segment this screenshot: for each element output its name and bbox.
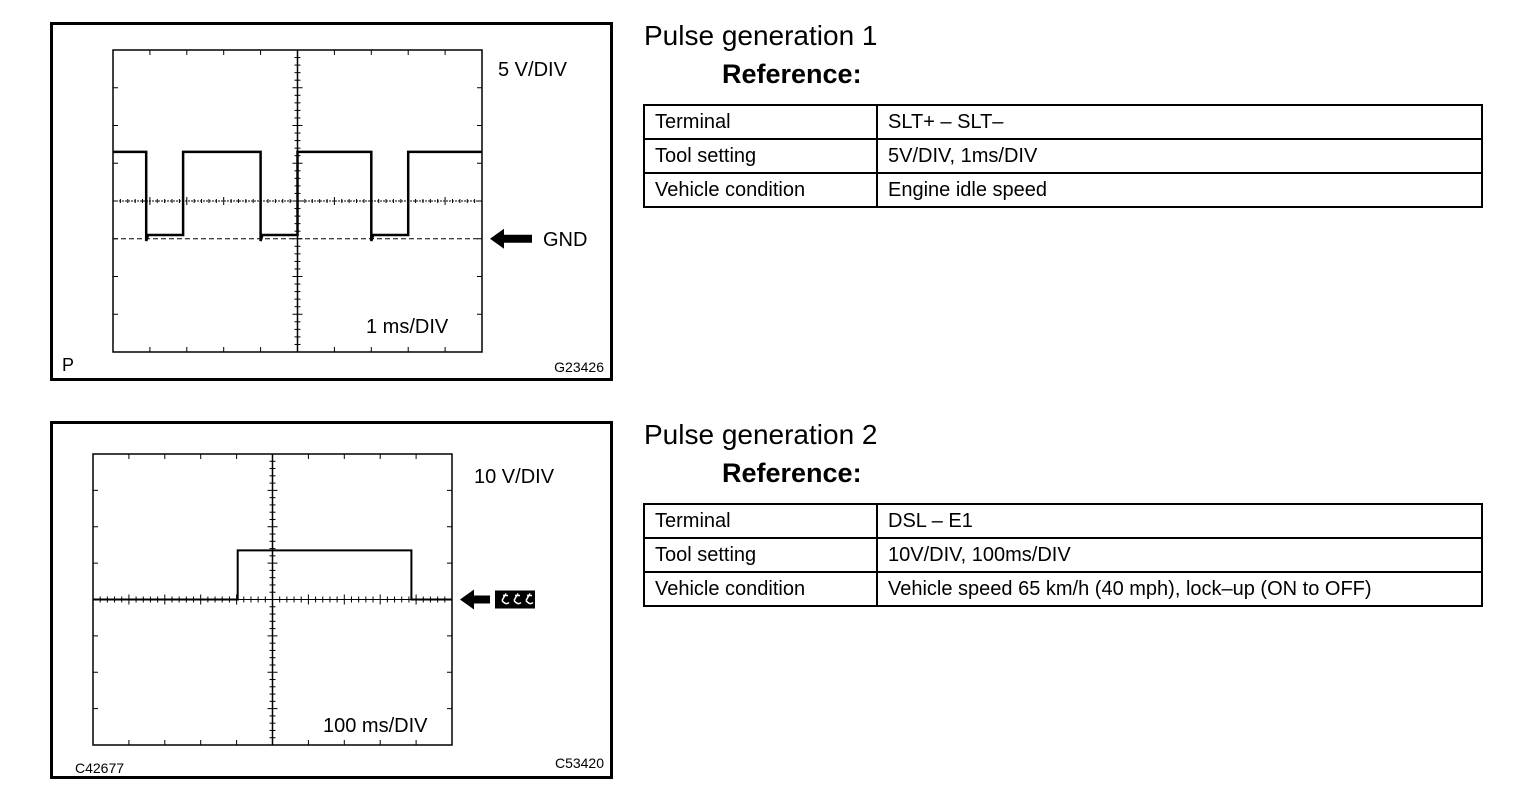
reference-table-2: Terminal DSL – E1 Tool setting 10V/DIV, … (643, 503, 1483, 607)
volts-per-div-label: 10 V/DIV (474, 466, 555, 488)
row-key: Terminal (643, 503, 878, 539)
figure-id: C53420 (554, 755, 604, 771)
row-value: DSL – E1 (876, 503, 1483, 539)
corner-label: P (62, 355, 75, 375)
scope-chart-2 (92, 453, 535, 746)
section-title-1: Pulse generation 1 (644, 20, 878, 51)
table-row: Vehicle condition Vehicle speed 65 km/h … (643, 571, 1483, 607)
row-key: Vehicle condition (643, 571, 878, 607)
ground-symbol-glyph (501, 593, 510, 605)
row-key: Vehicle condition (643, 172, 878, 208)
left-figure-id: C42677 (75, 760, 125, 776)
reference-heading-2: Reference: (722, 458, 862, 488)
table-row: Tool setting 5V/DIV, 1ms/DIV (643, 138, 1483, 174)
scope-figure-2: 10 V/DIV 100 ms/DIV C42677 C53420 (50, 421, 613, 779)
row-value: Vehicle speed 65 km/h (40 mph), lock–up … (876, 571, 1483, 607)
ground-symbol-glyph (513, 593, 522, 605)
row-value: 10V/DIV, 100ms/DIV (876, 537, 1483, 573)
reference-table-1: Terminal SLT+ – SLT– Tool setting 5V/DIV… (643, 104, 1483, 208)
row-key: Tool setting (643, 138, 878, 174)
waveform-trace (113, 150, 482, 242)
scope-figure-1: 5 V/DIV 1 ms/DIV GND P G23426 (50, 22, 613, 381)
time-per-div-label: 100 ms/DIV (323, 715, 428, 737)
table-row: Terminal SLT+ – SLT– (643, 104, 1483, 140)
time-per-div-label: 1 ms/DIV (366, 316, 449, 338)
row-key: Terminal (643, 104, 878, 140)
table-row: Tool setting 10V/DIV, 100ms/DIV (643, 537, 1483, 573)
row-key: Tool setting (643, 537, 878, 573)
scope-chart-1 (112, 49, 532, 353)
ground-symbol-glyph (525, 593, 534, 605)
reference-heading-1: Reference: (722, 59, 862, 89)
table-row: Terminal DSL – E1 (643, 503, 1483, 539)
figure-id: G23426 (554, 359, 604, 375)
row-value: 5V/DIV, 1ms/DIV (876, 138, 1483, 174)
row-value: SLT+ – SLT– (876, 104, 1483, 140)
section-title-2: Pulse generation 2 (644, 419, 878, 450)
volts-per-div-label: 5 V/DIV (498, 59, 567, 81)
row-value: Engine idle speed (876, 172, 1483, 208)
arrow-left-icon (460, 589, 490, 610)
ground-label: GND (543, 229, 588, 251)
waveform-trace (93, 549, 452, 601)
table-row: Vehicle condition Engine idle speed (643, 172, 1483, 208)
arrow-left-icon (490, 228, 532, 249)
